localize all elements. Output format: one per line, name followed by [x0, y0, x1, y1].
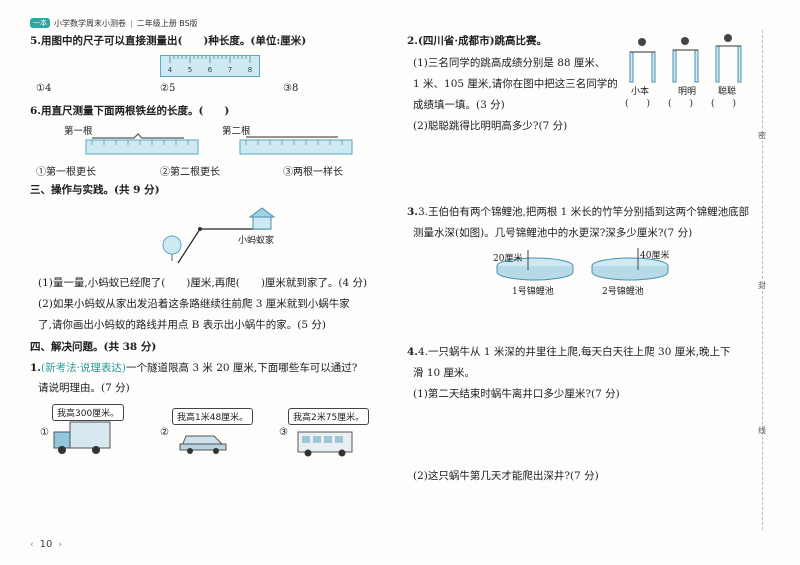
r-q3-line2: 测量水深(如图)。几号锦鲤池中的水更深?深多少厘米?(7 分)	[413, 227, 693, 239]
car1-bubble: 我高300厘米。	[52, 404, 125, 421]
pool1-name: 1号锦鲤池	[512, 287, 554, 297]
q5-option-2: ②5	[160, 83, 176, 94]
r-q4-line1-text: 4.一只蜗牛从 1 米深的井里往上爬,每天白天往上爬 30 厘米,晚上下	[417, 346, 731, 358]
car2-bubble: 我高1米48厘米。	[172, 408, 254, 425]
house-icon	[248, 207, 276, 218]
r-q2-stem: 2.(四川省·成都市)跳高比赛。	[407, 35, 548, 47]
home-label: 小蚂蚁家	[238, 236, 275, 246]
r-q2-p2: (2)聪聪跳得比明明高多少?(7 分)	[413, 120, 568, 132]
jumper-name-2: 明明	[678, 87, 697, 97]
jumper-blank-1: ( )	[625, 99, 651, 109]
right-arrow-icon: ›	[58, 539, 62, 550]
ruler-tick-label: 6	[208, 66, 213, 74]
q5-option-1: ①4	[36, 83, 52, 94]
jumper-icon	[638, 38, 646, 46]
tree-icon	[162, 235, 182, 255]
pool2-mark: 40厘米	[640, 251, 670, 261]
q6-stem: 6.用直尺测量下面两根铁丝的长度。( )	[30, 105, 230, 117]
section3-q1: (1)量一量,小蚂蚁已经爬了( )厘米,再爬( )厘米就到家了。(4 分)	[38, 277, 368, 289]
section3-q2-line2: 了,请你画出小蚂蚁的路线并用点 B 表示出小蜗牛的家。(5 分)	[38, 319, 326, 331]
grade-edition: 二年级上册 BS版	[136, 18, 198, 28]
page-number: 10	[39, 539, 53, 550]
ruler-tick-label: 4	[168, 66, 173, 74]
ant-path-figure	[162, 207, 276, 264]
binding-line	[762, 30, 763, 530]
car3-number: ③	[279, 427, 288, 438]
margin-char-2: 封	[758, 281, 766, 290]
wire1-ruler-figure	[85, 133, 199, 155]
section3-title: 三、操作与实践。(共 9 分)	[30, 184, 160, 196]
ruler-tick-label: 7	[228, 66, 232, 74]
car1-number: ①	[40, 427, 49, 438]
high-jump-figure	[629, 34, 742, 83]
section4-q1-line2: 请说明理由。(7 分)	[38, 382, 130, 394]
section4-title: 四、解决问题。(共 38 分)	[30, 341, 157, 353]
r-q3-line1: 3.3.王伯伯有两个锦鲤池,把两根 1 米长的竹竿分别插到这两个锦鲤池底部	[407, 206, 750, 218]
jumper-icon	[724, 34, 732, 42]
pool1-mark: 20厘米	[493, 254, 523, 264]
q5-ruler: 4 5 6 7 8	[160, 55, 260, 77]
margin-char-1: 密	[758, 131, 766, 140]
r-q4-line1: 4.4.一只蜗牛从 1 米深的井里往上爬,每天白天往上爬 30 厘米,晚上下	[407, 346, 731, 358]
truck-icon	[53, 421, 111, 454]
r-q2-p1-line3: 成绩填一填。(3 分)	[413, 99, 505, 111]
q1-stem: 一个隧道限高 3 米 20 厘米,下面哪些车可以通过?	[126, 362, 358, 374]
jumper-blank-3: ( )	[711, 99, 737, 109]
r-q4-p2: (2)这只蜗牛第几天才能爬出深井?(7 分)	[413, 470, 599, 482]
section3-q2-line1: (2)如果小蚂蚁从家出发沿着这条路继续往前爬 3 厘米就到小蜗牛家	[38, 298, 350, 310]
jumper-blank-2: ( )	[668, 99, 694, 109]
page-footer: ‹ 10 ›	[30, 539, 62, 550]
r-q3-line1-text: 3.王伯伯有两个锦鲤池,把两根 1 米长的竹竿分别插到这两个锦鲤池底部	[417, 206, 750, 218]
q6-option-2: ②第二根更长	[160, 167, 220, 178]
r-q4-line2: 滑 10 厘米。	[413, 367, 476, 379]
r-q2-p1-line1: (1)三名同学的跳高成绩分别是 88 厘米、	[413, 57, 606, 69]
q6-option-3: ③两根一样长	[283, 167, 343, 178]
wire2-ruler-figure	[239, 136, 353, 155]
jumper-icon	[681, 37, 689, 45]
header-separator: |	[130, 18, 133, 28]
page-header: 一本 小学数学周末小测卷 | 二年级上册 BS版	[30, 18, 198, 28]
wire1	[92, 133, 184, 139]
left-arrow-icon: ‹	[30, 539, 34, 550]
jumper-name-1: 小本	[631, 87, 650, 97]
r-q4-p1: (1)第二天结束时蜗牛离井口多少厘米?(7 分)	[413, 388, 620, 400]
wire2-label: 第二根	[222, 126, 251, 137]
r-q2-p1-line2: 1 米、105 厘米,请你在图中把这三名同学的	[413, 78, 618, 90]
ant-icon	[198, 227, 202, 231]
brand-logo: 一本	[30, 18, 50, 28]
q5-option-3: ③8	[283, 83, 299, 94]
car3-bubble: 我高2米75厘米。	[288, 408, 370, 425]
book-title: 小学数学周末小测卷	[54, 18, 126, 28]
ruler-tick-label: 8	[248, 66, 252, 74]
wire1-label: 第一根	[64, 126, 93, 137]
q1-tag: (新考法·说理表达)	[40, 362, 126, 374]
section4-q1-line1: 1.(新考法·说理表达)一个隧道限高 3 米 20 厘米,下面哪些车可以通过?	[30, 362, 358, 374]
jumper-name-3: 聪聪	[718, 87, 737, 97]
q5-stem: 5.用图中的尺子可以直接测量出( )种长度。(单位:厘米)	[30, 35, 307, 47]
car-icon	[179, 435, 227, 454]
q6-option-1: ①第一根更长	[36, 167, 96, 178]
ruler-tick-label: 5	[188, 66, 192, 74]
pool2-name: 2号锦鲤池	[602, 287, 644, 297]
bus-icon	[297, 431, 353, 457]
margin-char-3: 线	[758, 426, 766, 435]
pools-figure	[496, 248, 669, 281]
car2-number: ②	[160, 427, 169, 438]
